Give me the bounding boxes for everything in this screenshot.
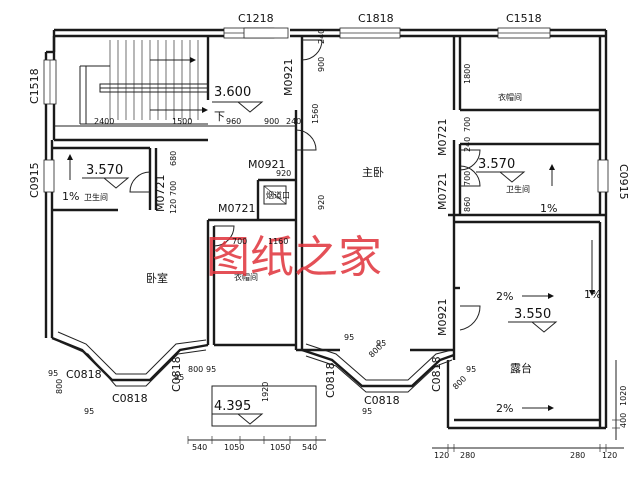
dim-700l: 700 — [169, 181, 178, 196]
door-label-7: M0921 — [436, 299, 449, 337]
window-openings — [43, 27, 609, 193]
bay-95e: 95 — [344, 333, 354, 342]
door-label-1: M0921 — [282, 59, 295, 97]
dim-120a: 120 — [434, 451, 449, 460]
slope-terrace-top: 2% — [496, 290, 513, 303]
door-label-5: M0721 — [436, 119, 449, 157]
slope-arrows — [67, 154, 595, 411]
dim-680: 680 — [169, 151, 178, 166]
dim-700r: 700 — [463, 117, 472, 132]
window-label-top-right: C1518 — [506, 12, 542, 25]
dim-240a: 240 — [286, 117, 301, 126]
dim-240v: 240 — [317, 29, 326, 44]
elevation-stair: 3.600 — [214, 85, 251, 100]
slope-bath-left: 1% — [62, 190, 79, 203]
slope-terrace-edge: 1% — [584, 288, 601, 301]
dim-1050a: 1050 — [224, 443, 244, 452]
room-terrace: 露台 — [510, 361, 532, 375]
slope-bath-right: 1% — [540, 202, 557, 215]
dim-860: 860 — [463, 197, 472, 212]
window-label-right-bath: C0915 — [617, 164, 630, 200]
elevation-markers — [82, 101, 558, 425]
dim-2400: 2400 — [94, 117, 114, 126]
door-label-6: M0721 — [436, 173, 449, 211]
stair-down-label: 下 — [214, 110, 225, 123]
window-label-left-bath: C0915 — [28, 162, 41, 198]
interior-walls — [52, 36, 600, 360]
dimension-labels: 2400 1500 960 900 240 900 240 1800 1560 … — [48, 29, 628, 460]
window-label-bay-right-b: C0818 — [430, 356, 443, 392]
dim-280a: 280 — [460, 451, 475, 460]
dim-240r: 240 — [463, 137, 472, 152]
room-closet-right: 衣帽间 — [498, 92, 522, 102]
room-closet-mid: 衣帽间 — [234, 272, 258, 282]
bay-95h: 95 — [466, 365, 476, 374]
room-bath-left: 卫生间 — [84, 192, 108, 202]
bay-95f: 95 — [376, 339, 386, 348]
door-label-2: M0921 — [248, 158, 286, 171]
room-bedroom: 卧室 — [146, 271, 168, 285]
dim-960: 960 — [226, 117, 241, 126]
bay-window-left — [51, 331, 209, 387]
terrace-dim-lines — [432, 360, 624, 452]
bay-95a: 95 — [48, 369, 58, 378]
window-label-left: C1518 — [28, 68, 41, 104]
stairs — [79, 40, 209, 125]
bay-800a: 800 — [55, 379, 64, 394]
window-label-top-left: C1218 — [238, 12, 274, 25]
bay-95b: 95 — [84, 407, 94, 416]
dim-920v: 920 — [317, 195, 326, 210]
door-swings — [129, 39, 481, 331]
shaft-label: 烟道口 — [266, 190, 290, 200]
elevation-bath-right: 3.570 — [478, 157, 515, 172]
window-label-bay-left-bottom: C0818 — [112, 392, 148, 405]
room-bath-right: 卫生间 — [506, 184, 530, 194]
bay-95g: 95 — [362, 407, 372, 416]
dim-920a: 920 — [276, 169, 291, 178]
window-label-bay-right-a: C0818 — [324, 362, 337, 398]
window-label-bay-left-b: C0818 — [170, 356, 183, 392]
dim-900v: 900 — [317, 57, 326, 72]
bay-800d: 800 — [451, 374, 468, 391]
bay-window-right — [301, 343, 455, 393]
shaft-box — [263, 185, 287, 205]
room-master-bedroom: 主卧 — [362, 166, 384, 179]
dim-1500: 1500 — [172, 117, 192, 126]
dim-120b: 120 — [602, 451, 617, 460]
dim-540a: 540 — [192, 443, 207, 452]
dim-540b: 540 — [302, 443, 317, 452]
elevation-terrace: 3.550 — [514, 307, 551, 322]
door-label-4: M0721 — [218, 202, 256, 215]
window-label-top-mid: C1818 — [358, 12, 394, 25]
window-label-bay-right-bottom: C0818 — [364, 394, 400, 407]
dim-1050b: 1050 — [270, 443, 290, 452]
door-label-3: M0721 — [154, 175, 167, 213]
bay-95d: 95 — [206, 365, 216, 374]
dim-120: 120 — [169, 199, 178, 214]
watermark: 图纸之家 — [206, 232, 382, 283]
bay-800b: 800 — [188, 365, 203, 374]
dim-1020: 1020 — [619, 386, 628, 406]
slope-terrace-bottom: 2% — [496, 402, 513, 415]
small-balcony — [187, 385, 326, 444]
dim-1560: 1560 — [311, 104, 320, 124]
dim-280b: 280 — [570, 451, 585, 460]
dim-700m: 700 — [232, 237, 247, 246]
dim-1160: 1160 — [268, 237, 288, 246]
dim-1920: 1920 — [261, 382, 270, 402]
dim-900a: 900 — [264, 117, 279, 126]
window-label-bay-left-a: C0818 — [66, 368, 102, 381]
bay-95c: 95 — [174, 373, 184, 382]
elevation-balcony: 4.395 — [214, 399, 251, 414]
dim-1800: 1800 — [463, 64, 472, 84]
dim-400: 400 — [619, 413, 628, 428]
dim-700r2: 700 — [463, 171, 472, 186]
elevation-bath-left: 3.570 — [86, 163, 123, 178]
